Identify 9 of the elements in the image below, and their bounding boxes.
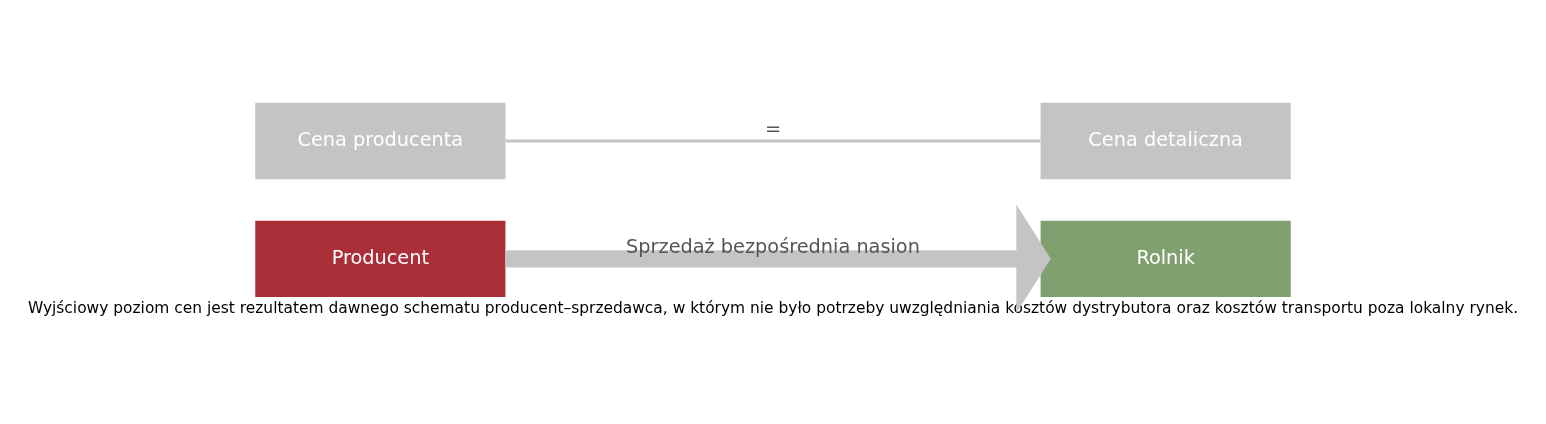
node-box: Cena producenta: [255, 102, 506, 179]
connector: [505, 139, 1041, 142]
arrow: [505, 204, 1051, 313]
edge-label: =: [764, 116, 782, 140]
node-box: Cena detaliczna: [1040, 102, 1291, 179]
caption: Wyjściowy poziom cen jest rezultatem dawnego schematu producent–sprzedawca, w którym nie było potrzeby uwzględniania kosztów dystrybutora oraz kosztów transportu poza lokalny rynek.: [27, 298, 1519, 317]
edge-label: Sprzedaż bezpośrednia nasion: [626, 234, 920, 258]
node-box: Producent: [255, 220, 506, 297]
node-box: Rolnik: [1040, 220, 1291, 297]
